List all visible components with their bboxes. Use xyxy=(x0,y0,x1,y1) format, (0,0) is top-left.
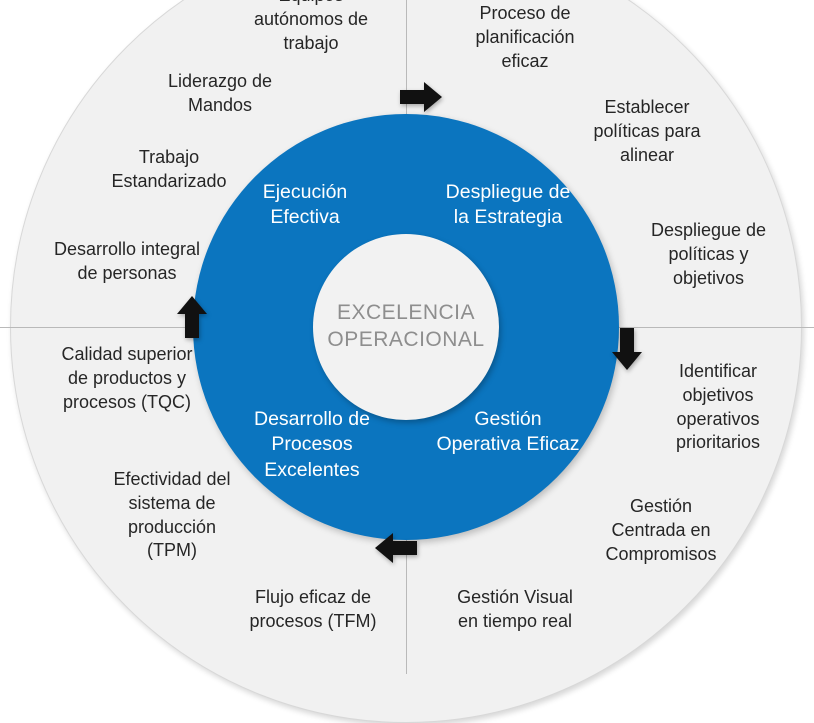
outer-label-calidad-superior-tqc: Calidad superior de productos y procesos… xyxy=(61,344,193,412)
arrow-right-icon xyxy=(400,82,442,117)
outer-label-liderazgo-mandos: Liderazgo de Mandos xyxy=(167,71,273,115)
arrow-up-icon xyxy=(177,296,207,343)
arrow-left-icon xyxy=(375,533,417,568)
outer-label-identificar-objetivos: Identificar objetivos operativos priorit… xyxy=(675,361,761,453)
outer-label-equipos-autonomos: Equipos autónomos de trabajo xyxy=(253,0,369,53)
outer-label-proceso-planificacion: Proceso de planificación eficaz xyxy=(475,3,575,71)
outer-label-trabajo-estandarizado: Trabajo Estandarizado xyxy=(111,147,227,191)
quadrant-label-desarrollo-procesos: Desarrollo de Procesos Excelentes xyxy=(254,408,370,481)
outer-label-flujo-eficaz-tfm: Flujo eficaz de procesos (TFM) xyxy=(249,587,377,631)
outer-label-establecer-politicas: Establecer políticas para alinear xyxy=(593,97,701,165)
outer-label-gestion-visual: Gestión Visual en tiempo real xyxy=(457,587,573,631)
quadrant-label-gestion-operativa-eficaz: Gestión Operativa Eficaz xyxy=(436,408,580,456)
outer-label-gestion-centrada-compromisos: Gestión Centrada en Compromisos xyxy=(605,496,717,564)
outer-label-despliegue-politicas-objetivos: Despliegue de políticas y objetivos xyxy=(650,220,767,288)
center-label: EXCELENCIA OPERACIONAL xyxy=(327,301,485,351)
outer-label-efectividad-tpm: Efectividad del sistema de producción (T… xyxy=(113,469,231,561)
quadrant-label-ejecucion-efectiva: Ejecución Efectiva xyxy=(262,181,348,229)
quadrant-label-despliegue-estrategia: Despliegue de la Estrategia xyxy=(445,181,571,229)
arrow-down-icon xyxy=(612,328,642,375)
outer-label-desarrollo-integral-personas: Desarrollo integral de personas xyxy=(53,239,201,283)
center-circle: EXCELENCIA OPERACIONAL xyxy=(313,234,499,420)
